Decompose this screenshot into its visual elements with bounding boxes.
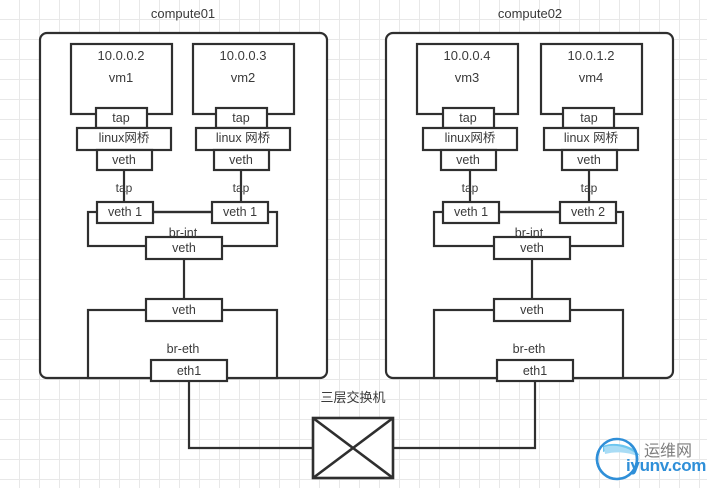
veth-label-bridge-vm4: veth — [577, 153, 601, 167]
br-eth-uplink-veth-label-compute01: veth — [172, 303, 196, 317]
br-eth-uplink-veth-compute02 — [492, 297, 572, 323]
vm-box-vm3 — [415, 42, 520, 116]
host-title-compute02: compute02 — [497, 6, 563, 21]
vm-name-vm3: vm3 — [454, 70, 480, 85]
br-int-port-label-vm1: veth 1 — [107, 205, 143, 219]
host-title-compute01: compute01 — [150, 6, 216, 21]
veth-label-bridge-vm3: veth — [456, 153, 480, 167]
tap-link-label-vm4: tap — [580, 181, 598, 195]
watermark: 运维网 iyunv.com — [596, 436, 706, 484]
br-eth-label-compute02: br-eth — [512, 342, 546, 356]
linux-bridge-label-vm2: linux 网桥 — [215, 131, 271, 145]
tap-label-vm2: tap — [232, 111, 250, 125]
br-eth-uplink-veth-compute01 — [144, 297, 224, 323]
br-int-port-label-vm2: veth 1 — [222, 205, 258, 219]
watermark-swirl-logo-icon — [595, 437, 640, 481]
tap-link-label-vm2: tap — [232, 181, 250, 195]
eth1-label-compute01: eth1 — [176, 364, 202, 378]
vm-ip-vm2: 10.0.0.3 — [219, 48, 267, 63]
veth-label-bridge-vm2: veth — [229, 153, 253, 167]
watermark-cn-text: 运维网 — [644, 443, 693, 460]
vm-box-vm1 — [69, 42, 174, 116]
br-int-port-label-vm3: veth 1 — [453, 205, 489, 219]
vm-ip-vm3: 10.0.0.4 — [443, 48, 491, 63]
br-int-downlink-veth-label-compute01: veth — [172, 241, 196, 255]
layer3-switch-label: 三层交换机 — [320, 390, 386, 405]
br-int-port-label-vm4: veth 2 — [570, 205, 606, 219]
linux-bridge-label-vm1: linux网桥 — [98, 131, 150, 145]
linux-bridge-label-vm4: linux 网桥 — [563, 131, 619, 145]
tap-label-vm3: tap — [459, 111, 477, 125]
br-eth-uplink-veth-label-compute02: veth — [520, 303, 544, 317]
tap-link-label-vm3: tap — [461, 181, 479, 195]
linux-bridge-label-vm3: linux网桥 — [444, 131, 496, 145]
vm-box-vm4 — [539, 42, 644, 116]
link-compute02-to-switch — [393, 381, 537, 450]
eth1-label-compute02: eth1 — [522, 364, 548, 378]
tap-label-vm4: tap — [580, 111, 598, 125]
br-eth-label-compute01: br-eth — [166, 342, 200, 356]
veth-box-bridge-vm3 — [439, 148, 498, 172]
br-int-label-compute02: br-int — [514, 226, 544, 240]
vm-ip-vm4: 10.0.1.2 — [567, 48, 615, 63]
vm-name-vm2: vm2 — [230, 70, 256, 85]
link-compute01-to-switch — [187, 381, 313, 450]
tap-label-vm1: tap — [112, 111, 130, 125]
br-int-downlink-veth-label-compute02: veth — [520, 241, 544, 255]
tap-link-label-vm1: tap — [115, 181, 133, 195]
vm-name-vm1: vm1 — [108, 70, 134, 85]
watermark-en-text: iyunv.com — [626, 456, 707, 475]
vm-ip-vm1: 10.0.0.2 — [97, 48, 145, 63]
switch-cross-line-2 — [312, 416, 394, 480]
vm-name-vm4: vm4 — [578, 70, 604, 85]
br-int-label-compute01: br-int — [168, 226, 198, 240]
veth-label-bridge-vm1: veth — [112, 153, 136, 167]
